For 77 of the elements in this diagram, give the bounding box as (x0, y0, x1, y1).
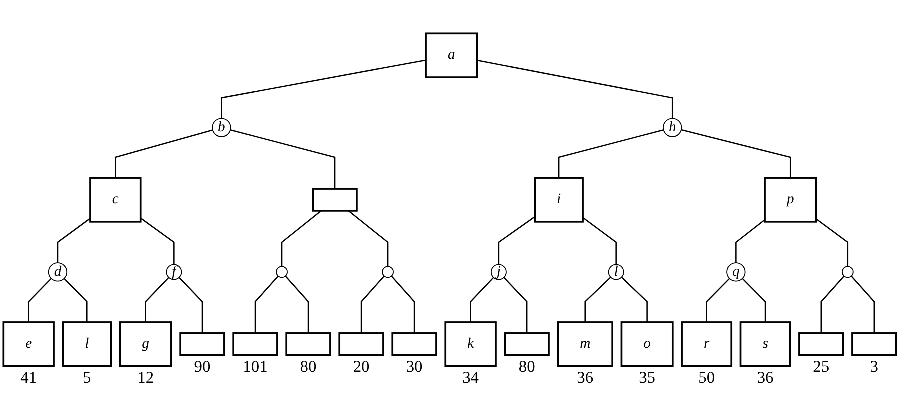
leaf-value: 5 (83, 368, 92, 387)
tree-edge (28, 278, 52, 322)
square-node (232, 332, 278, 356)
circle-node (842, 266, 854, 278)
square-node (852, 332, 898, 356)
square-node (338, 332, 384, 356)
leaf-value: 35 (639, 368, 656, 387)
tree-edge (221, 59, 426, 118)
square-node (798, 332, 844, 356)
square-node: m (557, 321, 614, 368)
square-node: g (119, 321, 172, 368)
square-node: i (534, 176, 584, 223)
leaf-value: 12 (138, 368, 154, 387)
leaf-value: 36 (577, 368, 594, 387)
tree-edge (140, 218, 175, 264)
tree-edge (64, 278, 88, 322)
tree-edge (477, 60, 674, 118)
tree-edge (470, 276, 494, 322)
circle-node: b (212, 118, 232, 138)
circle-node: f (166, 264, 182, 280)
tree-edge (57, 218, 91, 263)
square-node (392, 332, 438, 356)
tree-edge (851, 276, 876, 334)
square-node: r (681, 321, 733, 368)
circle-node (382, 266, 394, 278)
circle-node: j (490, 264, 507, 280)
tree-edge (681, 129, 792, 178)
circle-node: h (663, 118, 682, 138)
tree-edge (816, 218, 849, 266)
tree-edge (582, 217, 617, 264)
leaf-value: 30 (406, 356, 423, 376)
square-node (286, 332, 332, 356)
tree-edge (820, 276, 845, 334)
leaf-value: 34 (462, 368, 480, 387)
tree-edge (391, 276, 416, 334)
tree-edge (115, 129, 214, 178)
leaf-value: 101 (243, 356, 268, 376)
leaf-value: 50 (698, 368, 716, 387)
tree-edge (281, 210, 322, 266)
square-node: o (620, 321, 674, 368)
tree-edge (348, 210, 389, 266)
tree-edge (178, 276, 204, 334)
square-node (504, 332, 550, 356)
tree-edge (254, 276, 279, 334)
leaf-value: 36 (757, 368, 774, 387)
square-node: s (740, 321, 792, 368)
leaf-value: 80 (300, 356, 317, 376)
circle-node: d (48, 262, 68, 282)
square-node: a (425, 32, 478, 78)
leaf-value: 20 (353, 356, 370, 376)
circle-node (276, 266, 288, 278)
tree-edge (736, 219, 766, 263)
tree-edge (584, 276, 612, 322)
square-node (312, 188, 358, 212)
tree-edge (230, 129, 336, 189)
tree-edge (145, 276, 170, 322)
tree-edge (498, 216, 536, 264)
circle-node: l (608, 264, 624, 280)
leaf-value: 80 (518, 356, 536, 376)
tree-edge (285, 276, 310, 334)
tree-edge (621, 276, 648, 322)
tree-edge (360, 276, 385, 334)
square-node: k (444, 321, 497, 368)
leaf-value: 25 (813, 356, 830, 376)
tree-edge (706, 278, 730, 322)
tree-edge (558, 129, 664, 178)
square-node: p (764, 176, 818, 223)
square-node (180, 332, 226, 356)
square-node: c (90, 176, 142, 223)
square-node: e (2, 321, 55, 368)
square-node: l (62, 321, 112, 368)
tree-edge (504, 276, 528, 334)
leaf-value: 90 (194, 356, 211, 376)
leaf-value: 41 (20, 368, 38, 387)
leaf-value: 3 (870, 356, 879, 376)
tree-edge (742, 278, 766, 322)
circle-node: q (726, 262, 746, 282)
